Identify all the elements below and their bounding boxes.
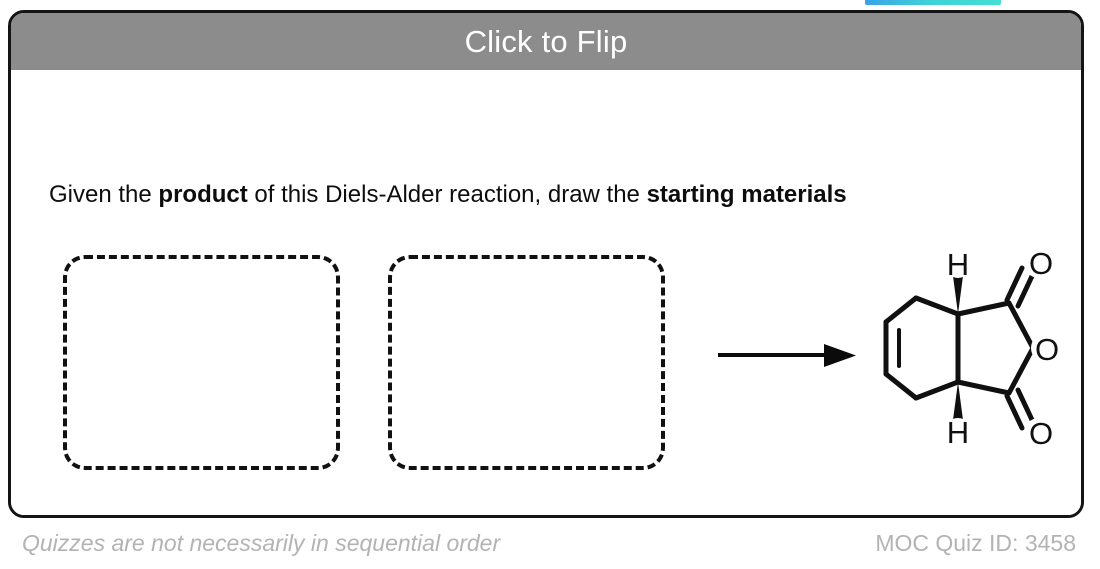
atom-label-o-carbonyl-top: O	[1029, 250, 1053, 281]
prompt-segment-1: Given the	[49, 181, 159, 208]
card-body: Given the product of this Diels-Alder re…	[11, 70, 1081, 515]
footer: Quizzes are not necessarily in sequentia…	[0, 524, 1100, 569]
footer-note: Quizzes are not necessarily in sequentia…	[22, 530, 501, 556]
footer-quiz-id: MOC Quiz ID: 3458	[875, 530, 1076, 556]
product-structure-diagram: H H O O O	[883, 250, 1061, 445]
prompt-emphasis-product: product	[158, 181, 248, 208]
card-header-title: Click to Flip	[464, 24, 628, 59]
reactant-slot-1[interactable]	[63, 255, 340, 470]
wedge-bond-top	[953, 276, 963, 314]
atom-label-h-bottom: H	[947, 415, 969, 445]
atom-label-o-carbonyl-bottom: O	[1029, 416, 1053, 445]
prompt-text: Given the product of this Diels-Alder re…	[49, 183, 847, 207]
top-accent-bar	[865, 0, 1001, 5]
atom-label-h-top: H	[947, 250, 969, 282]
flashcard[interactable]: Click to Flip Given the product of this …	[8, 10, 1084, 518]
reactant-slot-2[interactable]	[388, 255, 665, 470]
wedge-bond-bottom	[953, 382, 963, 420]
prompt-segment-3: of this Diels-Alder reaction, draw the	[247, 181, 647, 208]
reaction-arrow-icon	[718, 344, 856, 367]
prompt-emphasis-starting-materials: starting materials	[646, 181, 847, 208]
card-header[interactable]: Click to Flip	[11, 13, 1081, 70]
atom-label-o-ring: O	[1035, 332, 1059, 367]
